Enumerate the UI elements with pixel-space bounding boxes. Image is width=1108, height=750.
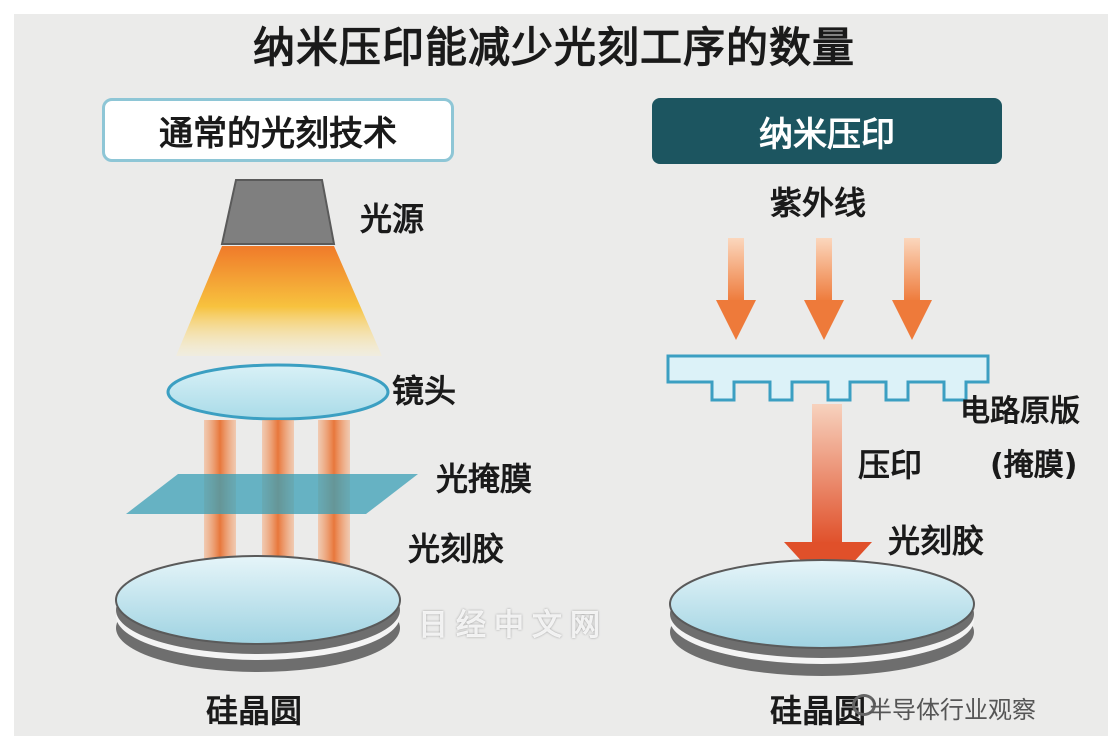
light-beam — [176, 246, 382, 356]
label-wafer-right: 硅晶圆 — [770, 692, 867, 730]
label-wafer-left: 硅晶圆 — [206, 692, 303, 730]
label-imprint: 压印 — [858, 446, 923, 484]
left-silicon-wafer — [115, 555, 401, 672]
wechat-icon — [852, 694, 876, 716]
watermark-center: 日经中文网 — [418, 608, 608, 643]
nanoimprint-header: 纳米压印 — [652, 98, 1002, 164]
photomask-plate — [126, 474, 418, 514]
uv-arrow-1 — [716, 238, 756, 340]
imprint-template — [666, 354, 990, 402]
uv-arrow-2 — [804, 238, 844, 340]
label-template-line2: (掩膜) — [990, 448, 1078, 483]
label-photomask: 光掩膜 — [436, 460, 533, 498]
uv-arrow-3 — [892, 238, 932, 340]
lens-shape — [166, 363, 390, 421]
label-photoresist-left: 光刻胶 — [408, 530, 505, 568]
label-lens: 镜头 — [392, 372, 457, 410]
label-photoresist-right: 光刻胶 — [888, 522, 985, 560]
right-silicon-wafer — [669, 559, 975, 676]
diagram-title: 纳米压印能减少光刻工序的数量 — [252, 23, 855, 72]
watermark-corner: 半导体行业观察 — [868, 696, 1036, 724]
label-template-line1: 电路原版 — [960, 394, 1080, 429]
conventional-lithography-header: 通常的光刻技术 — [102, 98, 454, 162]
light-source-lamp — [220, 179, 336, 245]
label-light-source: 光源 — [360, 200, 425, 238]
label-uv: 紫外线 — [770, 184, 867, 222]
